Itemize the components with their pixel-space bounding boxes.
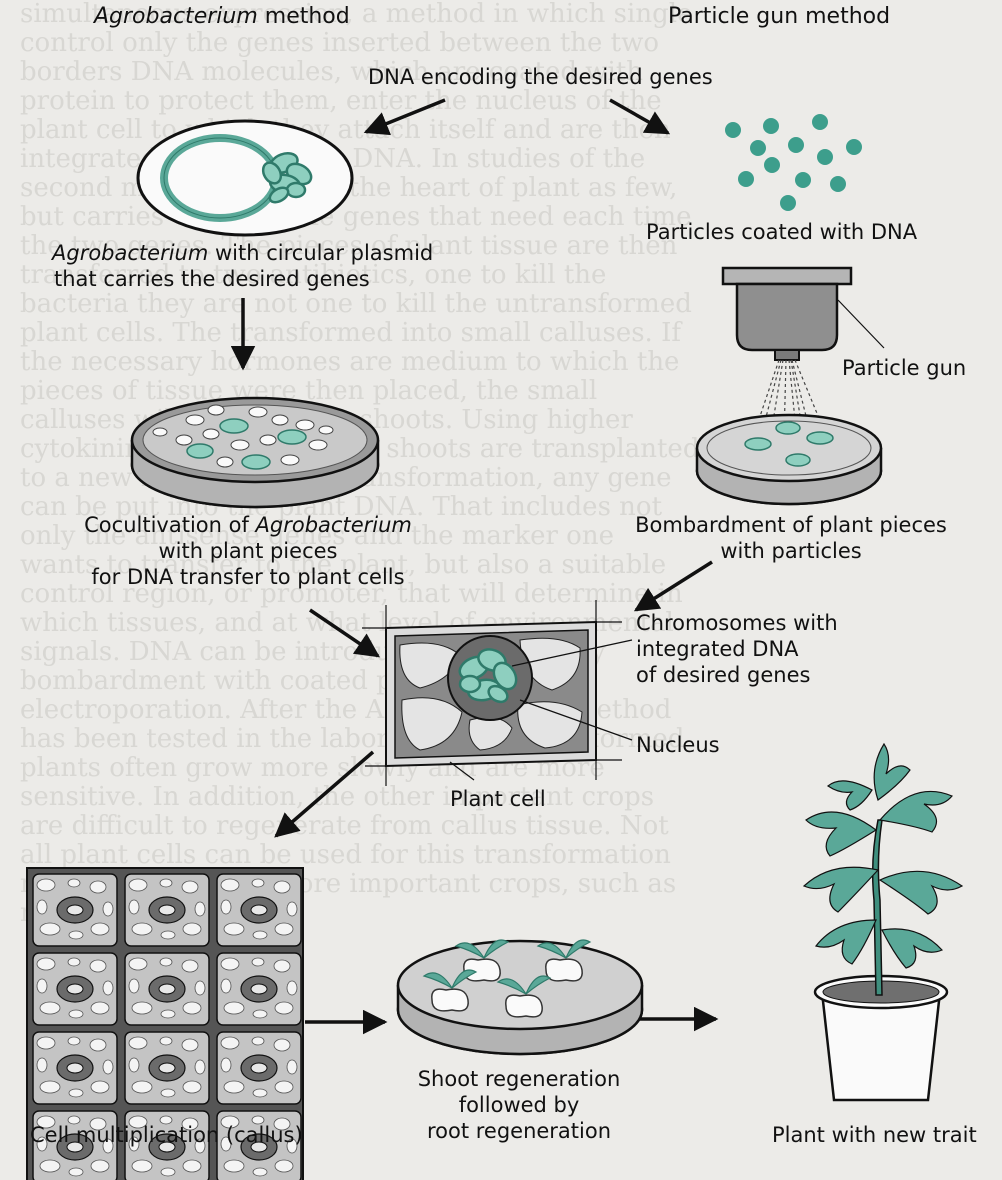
dna-coated-particles: [725, 114, 862, 211]
callus-cell: [125, 1032, 209, 1104]
particles-coated-label: Particles coated with DNA: [646, 219, 917, 245]
plant-cell: [362, 600, 632, 786]
arrow-cocultivation-to-cell: [310, 610, 378, 656]
callus-cell: [125, 874, 209, 946]
potted-plant: [804, 744, 962, 1100]
arrow-cell-to-callus: [276, 752, 373, 836]
nucleus-label: Nucleus: [636, 732, 720, 758]
callus-cell: [217, 1032, 301, 1104]
agrobacterium-method-heading: Agrobacterium method: [94, 4, 350, 30]
arrow-dna-to-agrobacterium: [366, 100, 445, 132]
shoot-regeneration-label: Shoot regeneration followed by root rege…: [404, 1066, 634, 1144]
bombardment-label: Bombardment of plant pieces with particl…: [634, 512, 948, 564]
particle-gun-label: Particle gun: [842, 355, 966, 381]
callus-label: Cell multiplication (callus): [30, 1122, 303, 1148]
dna-encoding-label: DNA encoding the desired genes: [368, 64, 713, 90]
callus-cell: [33, 874, 117, 946]
plant-new-trait-label: Plant with new trait: [772, 1122, 977, 1148]
arrow-bombardment-to-cell: [636, 562, 712, 610]
agrobacterium-cell: [138, 121, 352, 235]
arrow-dna-to-particles: [610, 100, 668, 133]
shoot-regeneration-dish: [398, 940, 642, 1054]
callus-cell: [33, 1032, 117, 1104]
callus-cell: [217, 874, 301, 946]
cocultivation-petri-dish: [132, 398, 378, 507]
callus-cell: [217, 953, 301, 1025]
plant-cell-label: Plant cell: [450, 786, 546, 812]
chromosomes-label: Chromosomes with integrated DNA of desir…: [636, 610, 838, 688]
agrobacterium-plasmid-label: Agrobacterium with circular plasmid that…: [52, 240, 433, 292]
callus-cell: [33, 953, 117, 1025]
bombardment-petri-dish: [697, 415, 881, 504]
particle-gun-method-heading: Particle gun method: [668, 4, 890, 30]
cocultivation-label: Cocultivation of Agrobacterium with plan…: [72, 512, 424, 590]
callus-cell: [125, 953, 209, 1025]
